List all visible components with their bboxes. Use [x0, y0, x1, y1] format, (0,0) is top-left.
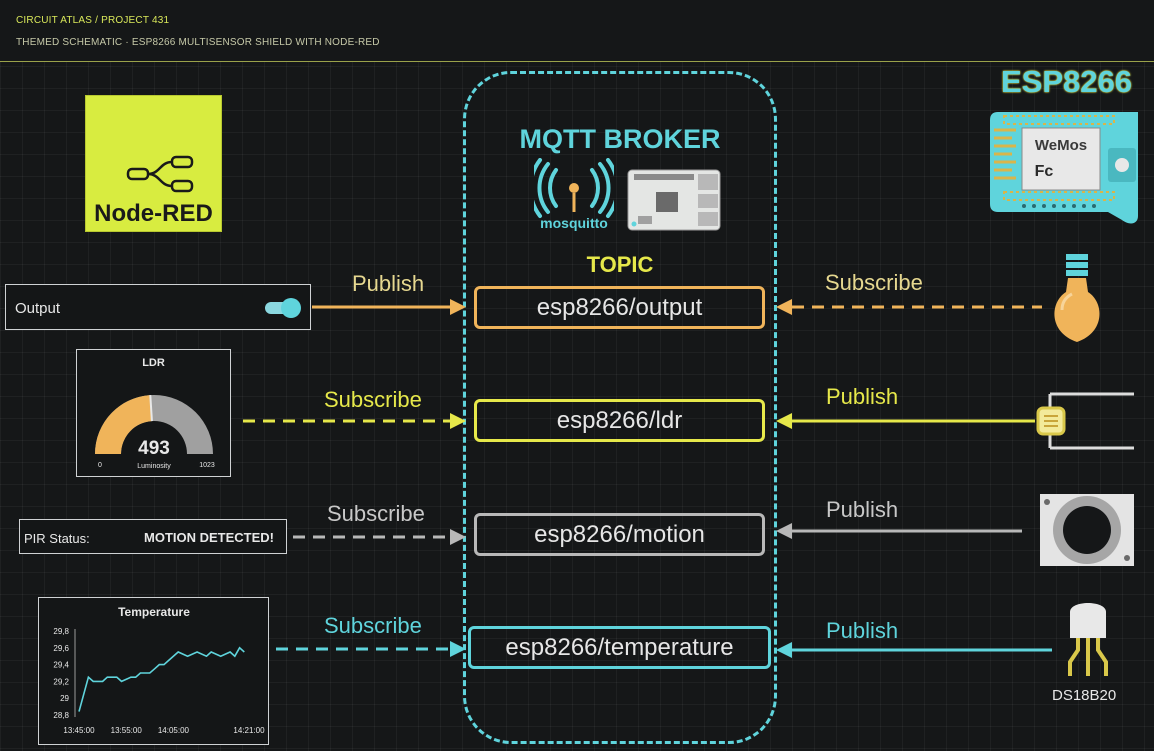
topic-ldr-label: esp8266/ldr	[556, 407, 683, 434]
ds18b20-sensor-icon	[1068, 603, 1108, 676]
gauge-fill	[95, 395, 152, 454]
left-link-label-ldr: Subscribe	[324, 387, 422, 412]
right-link-label-temp: Publish	[826, 618, 899, 643]
right-link-label-motion: Publish	[826, 497, 899, 522]
topic-motion-label: esp8266/motion	[534, 521, 705, 548]
ldr-gauge-title: LDR	[142, 357, 165, 369]
topic-temperature-label: esp8266/temperature	[505, 634, 734, 661]
left-link-label-motion: Subscribe	[327, 501, 425, 526]
board-fc-mark: Fc	[1035, 163, 1054, 180]
arrowhead-temp-right	[776, 642, 792, 658]
pir-sensor-icon	[1040, 494, 1134, 566]
arrowhead-output-left	[450, 299, 466, 315]
ldr-gauge-min: 0	[98, 462, 102, 469]
breadcrumb: CIRCUIT ATLAS / PROJECT 431	[16, 15, 170, 26]
x-tick-label: 13:55:00	[111, 726, 143, 735]
broker-container	[463, 71, 777, 744]
mosquitto-logo: mosquitto	[534, 158, 614, 231]
arrowhead-motion-right	[776, 523, 792, 539]
right-link-label-output: Subscribe	[825, 270, 923, 295]
raspberry-pi-icon	[627, 169, 721, 231]
topic-output: esp8266/output	[474, 286, 765, 329]
y-tick-label: 29,4	[53, 661, 69, 670]
mosquitto-text: mosquitto	[540, 215, 608, 231]
topic-heading: TOPIC	[586, 252, 654, 277]
y-tick-label: 29,2	[53, 677, 69, 686]
left-link-label-temp: Subscribe	[324, 613, 422, 638]
arrowhead-temp-left	[450, 641, 466, 657]
output-switch-widget: Output	[5, 284, 311, 330]
pir-status-widget: PIR Status: MOTION DETECTED!	[19, 519, 287, 554]
board-brand-text: WeMos	[1035, 137, 1087, 154]
ldr-sensor-icon	[1036, 392, 1134, 450]
topic-output-label: esp8266/output	[536, 294, 703, 321]
page-subtitle: THEMED SCHEMATIC · ESP8266 MULTISENSOR S…	[16, 37, 380, 48]
output-switch-label: Output	[15, 300, 61, 317]
temperature-chart: Temperature 28,8 29 29,2 29,4 29,6 29,8 13:45…	[53, 605, 265, 735]
x-tick-labels: 13:45:00 13:55:00 14:05:00 14:21:00	[63, 726, 265, 735]
x-tick-label: 14:21:00	[233, 726, 265, 735]
pir-status-value: MOTION DETECTED!	[144, 530, 274, 545]
topic-motion: esp8266/motion	[474, 513, 765, 556]
arrowhead-motion-left	[450, 529, 466, 545]
ldr-gauge-max: 1023	[199, 462, 215, 469]
ldr-gauge-widget: LDR 493 0 Luminosity 1023	[76, 349, 231, 477]
ds18b20-label: DS18B20	[1052, 687, 1117, 704]
node-flow-icon	[126, 155, 194, 193]
header-bar: CIRCUIT ATLAS / PROJECT 431 THEMED SCHEM…	[0, 0, 1154, 62]
y-tick-label: 28,8	[53, 711, 69, 720]
light-bulb-icon	[1054, 254, 1100, 342]
ldr-gauge: 493 0 Luminosity 1023	[95, 395, 215, 470]
temperature-chart-widget: Temperature 28,8 29 29,2 29,4 29,6 29,8 13:45…	[38, 597, 269, 745]
temperature-series-line	[78, 646, 245, 712]
arrowhead-ldr-left	[450, 413, 466, 429]
esp8266-board: WeMos Fc	[990, 112, 1138, 224]
gauge-needle	[149, 395, 153, 422]
node-red-logo-text: Node-RED	[94, 200, 213, 227]
esp-title: ESP8266	[1001, 64, 1132, 99]
x-tick-label: 14:05:00	[158, 726, 190, 735]
ldr-gauge-value: 493	[138, 438, 170, 459]
topic-temperature: esp8266/temperature	[468, 626, 771, 669]
chart-title: Temperature	[118, 605, 190, 619]
x-tick-label: 13:45:00	[63, 726, 95, 735]
arrowhead-ldr-right	[776, 413, 792, 429]
output-toggle-knob	[281, 298, 301, 318]
broker-title: MQTT BROKER	[519, 124, 721, 154]
y-tick-labels: 28,8 29 29,2 29,4 29,6 29,8	[53, 627, 69, 720]
pir-status-label: PIR Status:	[24, 531, 90, 546]
topic-ldr: esp8266/ldr	[474, 399, 765, 442]
y-tick-label: 29,8	[53, 627, 69, 636]
node-red-logo: Node-RED	[85, 95, 222, 232]
right-link-label-ldr: Publish	[826, 384, 899, 409]
y-tick-label: 29	[60, 694, 69, 703]
ldr-gauge-unit: Luminosity	[137, 463, 171, 470]
output-toggle[interactable]	[265, 298, 301, 318]
y-tick-label: 29,6	[53, 644, 69, 653]
arrowhead-output-right	[776, 299, 792, 315]
left-link-label-output: Publish	[352, 271, 425, 296]
